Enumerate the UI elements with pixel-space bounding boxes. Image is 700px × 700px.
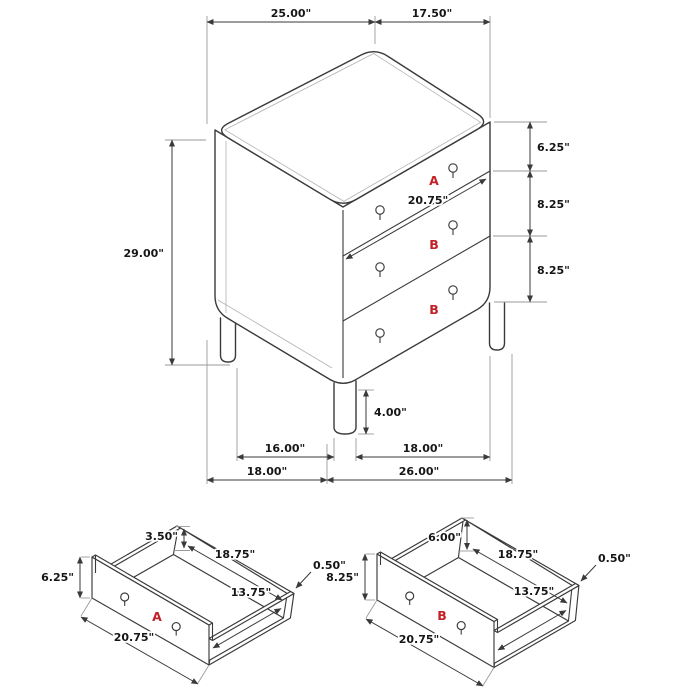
b-front-width-label: 20.75" (399, 633, 440, 646)
dim-a-wall-thickness-leader (295, 571, 312, 589)
ext-line (365, 599, 378, 619)
base-rail-edge (217, 299, 333, 369)
drawer3-height-label: 8.25" (537, 264, 570, 277)
drawer-knob (375, 328, 385, 338)
dim-b-inner-width (472, 548, 568, 604)
drawer-a-inner-corner (282, 594, 288, 618)
drawer-knob (375, 205, 385, 215)
dim-a-front-width (80, 616, 199, 685)
a-inner-width-label: 18.75" (215, 548, 256, 561)
b-front-height-label: 8.25" (326, 571, 359, 584)
drawer-a-inner-corner (172, 528, 179, 555)
extension-lines (165, 16, 547, 484)
ext-line (197, 664, 210, 684)
top-face-inner-edge (224, 53, 482, 202)
base-left-label: 16.00" (265, 442, 306, 455)
chest-leg-front (333, 380, 357, 435)
drawer-a-marker: A (429, 173, 439, 188)
top-width-label: 25.00" (271, 7, 312, 20)
dim-drawer-front-width (345, 178, 487, 260)
drawer-knob (448, 163, 458, 173)
a-inner-depth-label: 13.75" (231, 586, 272, 599)
drawer-a-detail-marker: A (152, 609, 162, 624)
drawer-b-detail-view: 6.00" 18.75" 0.50" 13.75" 8.25" 20.75" B (324, 517, 633, 687)
dim-a-inner-depth (212, 608, 282, 649)
ext-line (80, 597, 93, 617)
chest-leg-right (488, 302, 506, 351)
b-side-height-label: 6.00" (428, 531, 461, 544)
drawer-knob (456, 621, 466, 631)
drawer-front-width-label: 20.75" (408, 194, 449, 207)
overall-height-label: 29.00" (123, 247, 164, 260)
drawer-knob (405, 591, 415, 601)
drawer-b-inner-corner (567, 586, 573, 621)
drawer-knob (120, 592, 130, 602)
drawer-b2-marker: B (429, 302, 439, 317)
drawer-knob (375, 262, 385, 272)
drawer-b1-marker: B (429, 237, 439, 252)
dim-b-wall-thickness-leader (580, 564, 597, 582)
overall-depth-label: 18.00" (247, 465, 288, 478)
drawer-knob (448, 285, 458, 295)
drawer-b-detail-marker: B (437, 608, 447, 623)
top-depth-label: 17.50" (412, 7, 453, 20)
dim-b-front-width (365, 618, 484, 687)
leg-height-label: 4.00" (374, 406, 407, 419)
overall-width-label: 26.00" (399, 465, 440, 478)
drawer-knob (448, 220, 458, 230)
drawer2-height-label: 8.25" (537, 198, 570, 211)
drawer1-height-label: 6.25" (537, 141, 570, 154)
chest-leg-left (219, 317, 237, 363)
dimension-lines (169, 19, 533, 483)
b-inner-width-label: 18.75" (498, 548, 539, 561)
drawer-knob (171, 622, 181, 632)
a-wall-thickness-label: 0.50" (313, 559, 346, 572)
drawer-a-detail-view: 3.50" 18.75" 0.50" 13.75" 6.25" 20.75" A (39, 525, 348, 685)
main-chest-view: 25.00" 17.50" 29.00" 6.25" 8.25" 8.25" 2… (122, 5, 572, 484)
base-right-label: 18.00" (403, 442, 444, 455)
ext-line (482, 667, 495, 686)
dim-a-inner-width (187, 545, 283, 601)
chest-top-face (220, 51, 485, 204)
b-inner-depth-label: 13.75" (514, 585, 555, 598)
dim-b-inner-depth (497, 610, 567, 651)
a-front-height-label: 6.25" (41, 571, 74, 584)
b-wall-thickness-label: 0.50" (598, 552, 631, 565)
a-side-height-label: 3.50" (145, 530, 178, 543)
a-front-width-label: 20.75" (114, 631, 155, 644)
